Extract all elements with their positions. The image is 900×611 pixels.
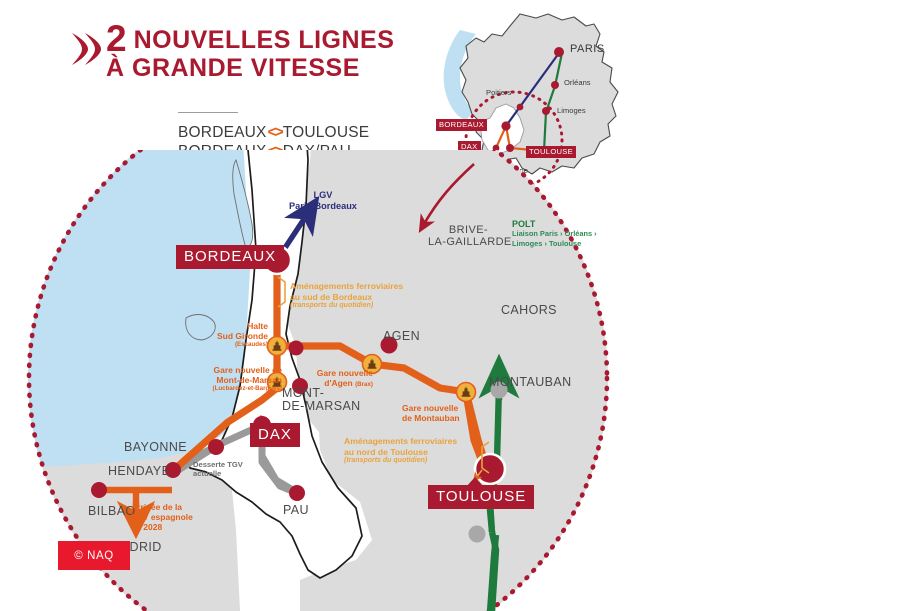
halte-line2: Sud Gironde (217, 331, 268, 341)
callout-gare-mont-de-marsan: Gare nouvelle de Mont-de-Marsan (Lucbard… (186, 365, 282, 392)
callout-lgv-espagnole: Arrivée de la LGV espagnole en 2028 (131, 502, 193, 532)
title-line1-text: NOUVELLES LIGNES (133, 26, 395, 54)
callout-amenagements-nord: Aménagements ferroviaires au nord de Tou… (344, 436, 457, 464)
gare-mtb-line1: Gare nouvelle (402, 403, 459, 413)
label-bilbao: BILBAO (88, 504, 136, 518)
inset-flag-bordeaux: BORDEAUX (436, 119, 488, 131)
callout-gare-montauban: Gare nouvelle de Montauban (402, 403, 460, 423)
flag-dax: DAX (250, 423, 300, 447)
dot-bilbao (91, 482, 107, 498)
label-agen: AGEN (383, 329, 421, 343)
callout-sud-line2: au sud de Bordeaux (290, 291, 373, 302)
dot-hendaye (165, 462, 181, 478)
label-pau: PAU (283, 503, 309, 517)
inset-city-poitiers: Poitiers (486, 88, 512, 97)
bracket-nord-toulouse (481, 441, 490, 474)
bracket-sud-bordeaux (277, 276, 286, 308)
flag-dax-pointer (253, 415, 269, 425)
inset-city-limoges: Limoges (557, 106, 586, 115)
desserte-line2: actuelle (193, 469, 222, 479)
main-map (0, 150, 720, 611)
title-divider (178, 112, 238, 113)
dot-pau (289, 485, 305, 501)
dot-brive (490, 381, 508, 399)
gare-mdm-line2: Mont-de-Marsan (216, 375, 282, 385)
dot-bayonne (208, 439, 224, 455)
bidirectional-arrow-icon: <> (267, 124, 284, 141)
callout-amenagements-sud: Aménagements ferroviaires au sud de Bord… (290, 281, 403, 309)
label-mont-de-marsan: MONT-DE-MARSAN (282, 386, 361, 413)
focus-circle (26, 150, 610, 611)
inset-city-orleans: Orléans (564, 78, 591, 87)
route-from: BORDEAUX (178, 124, 267, 141)
polt-line2: Limoges › Toulouse (512, 238, 582, 248)
callout-halte-sud-gironde: Halte Sud Gironde (Escaudes) (206, 321, 268, 348)
label-montauban: MONTAUBAN (489, 375, 572, 389)
flag-toulouse: TOULOUSE (428, 485, 535, 509)
lgv-esp-line2: LGV espagnole (131, 512, 193, 522)
dot-agen (380, 336, 398, 354)
label-lgv-paris-bordeaux: LGV Paris-Bordeaux (289, 190, 357, 211)
label-cahors: CAHORS (501, 303, 557, 317)
gare-mdm-line1: Gare nouvelle de (213, 365, 283, 375)
callout-gare-agen: Gare nouvelle d'Agen (Brax) (303, 368, 373, 390)
callout-nord-note: (transports du quotidien) (344, 457, 428, 464)
callout-sud-line1: Aménagements ferroviaires (290, 281, 404, 291)
polt-line1: Liaison Paris › Orléans › (512, 229, 597, 238)
dot-montauban (468, 525, 486, 543)
gare-agen-line1: Gare nouvelle (316, 368, 373, 378)
station-icon-sud-gironde (266, 335, 288, 357)
callout-polt: POLT Liaison Paris › Orléans › Limoges ›… (512, 219, 597, 248)
gare-agen-line2: d'Agen (Brax) (324, 378, 373, 388)
station-icon-agen (361, 353, 383, 375)
halte-line1: Halte (247, 321, 268, 331)
flag-bordeaux: BORDEAUX (176, 245, 285, 269)
desserte-line1: Desserte TGV (193, 460, 243, 469)
flag-toulouse-pointer (466, 477, 484, 487)
naq-logo: © NAQ (58, 541, 130, 570)
dot-halte-sud-gironde-city (288, 340, 304, 356)
station-icon-montauban (455, 381, 477, 403)
dot-mont-de-marsan (292, 378, 308, 394)
callout-nord-line1: Aménagements ferroviaires (344, 436, 458, 446)
inset-flag-toulouse: TOULOUSE (526, 146, 577, 158)
station-icon-mont-de-marsan (266, 371, 288, 393)
label-brive-la-gaillarde: BRIVE-LA-GAILLARDE (428, 224, 512, 248)
callout-nord-line2: au nord de Toulouse (344, 446, 428, 457)
route-item-bordeaux-toulouse: BORDEAUX<>TOULOUSE (178, 123, 369, 142)
callout-desserte-tgv: Desserte TGV actuelle (193, 460, 243, 479)
zoom-pointer-arrow (418, 163, 475, 233)
title-line2-text: À GRANDE VITESSE (106, 54, 360, 82)
gare-mtb-line2: de Montauban (402, 413, 460, 423)
label-bayonne: BAYONNE (124, 440, 187, 454)
callout-sud-note: (transports du quotidien) (290, 302, 374, 309)
gare-agen-note: (Brax) (355, 381, 373, 388)
label-hendaye: HENDAYE (108, 464, 171, 478)
polt-title: POLT (512, 219, 536, 229)
gare-mdm-note: (Lucbardez-et-Bargues) (212, 385, 282, 392)
inset-city-paris: PARIS (570, 43, 605, 55)
lgv-esp-line3: en 2028 (131, 522, 163, 532)
route-to: TOULOUSE (282, 124, 370, 141)
lgv-esp-line1: Arrivée de la (131, 502, 183, 512)
double-chevron-icon (70, 31, 104, 67)
halte-note: (Escaudes) (234, 341, 268, 348)
france-inset-map: PARIS Orléans Poitiers Limoges Espagne B… (424, 8, 634, 193)
title-number: 2 (106, 18, 127, 59)
